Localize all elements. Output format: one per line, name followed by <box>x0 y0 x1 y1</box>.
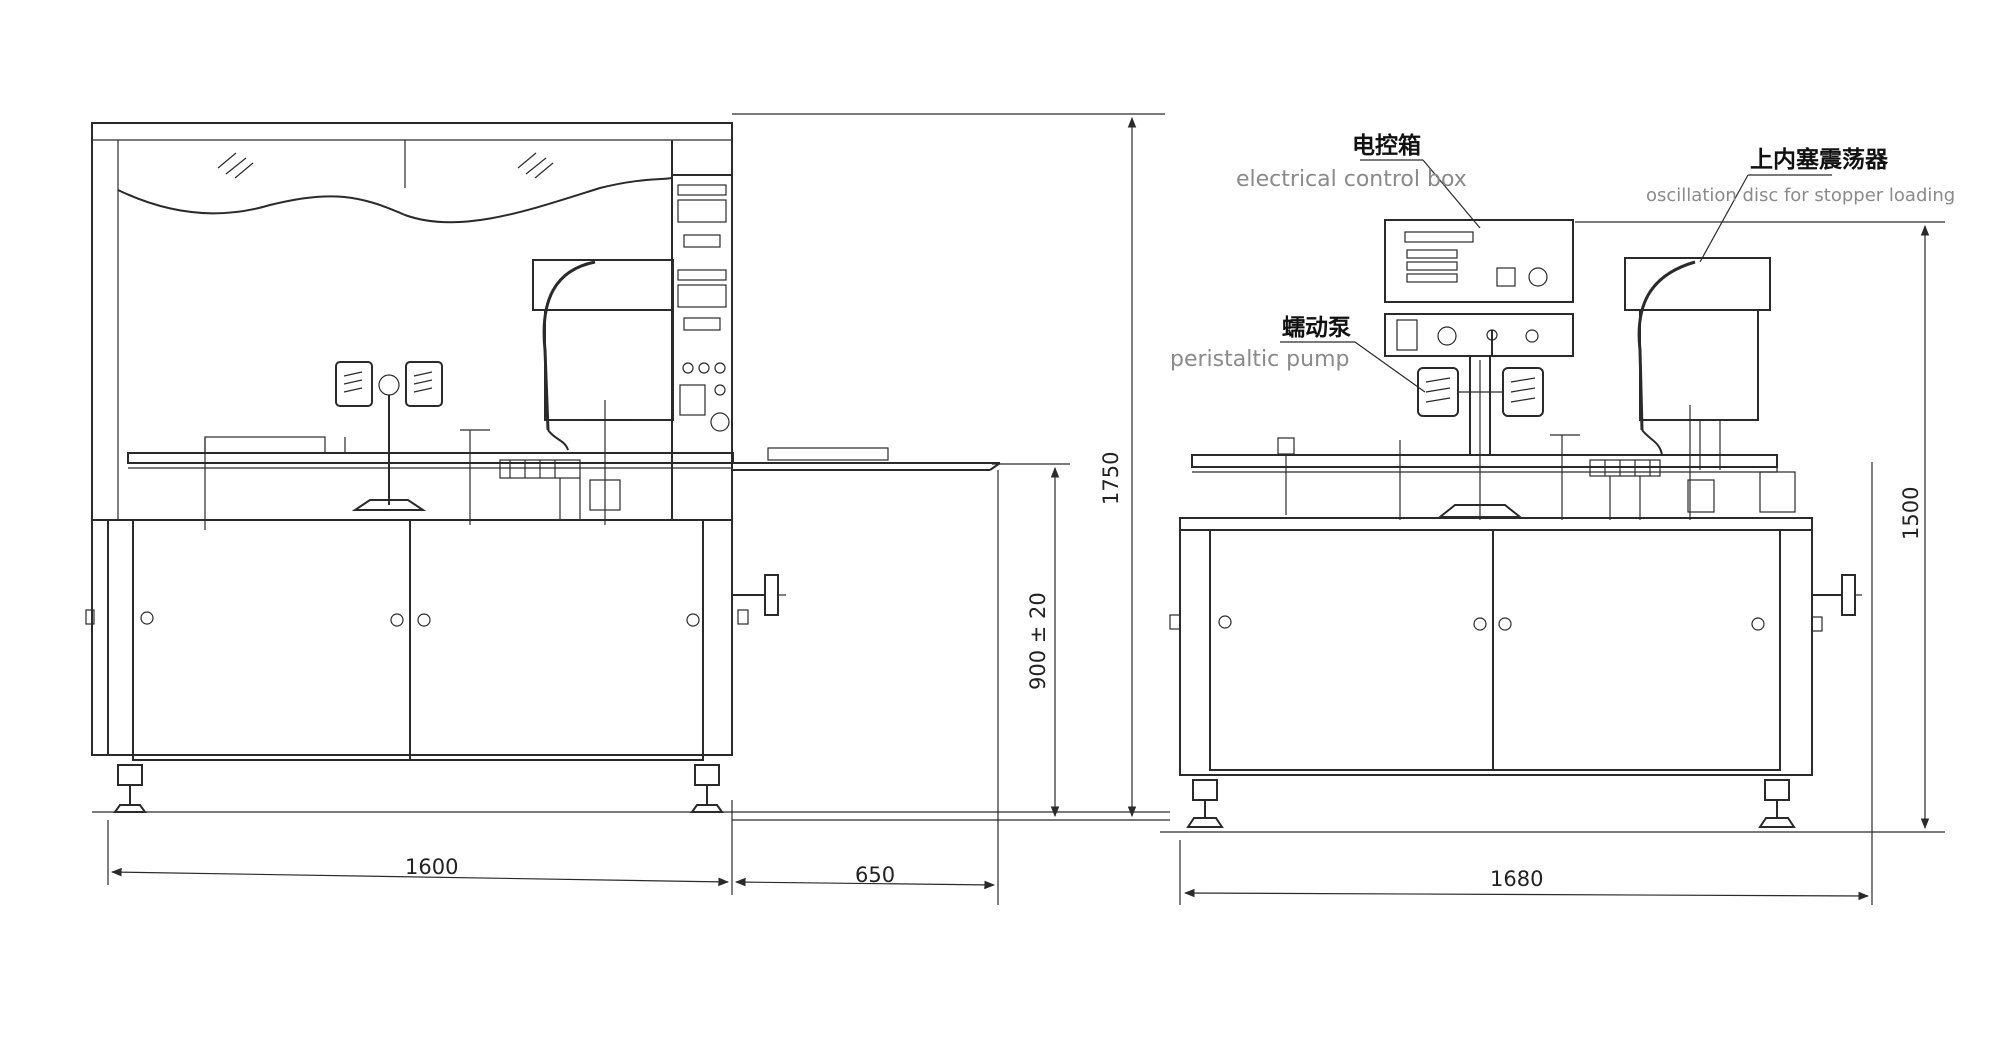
dim-front-width: 1600 <box>405 855 458 879</box>
side-star-wheels <box>1589 459 1796 520</box>
front-dimensions <box>107 113 1170 905</box>
dim-front-height: 1750 <box>1099 452 1123 505</box>
dim-table-height: 900 ± 20 <box>1026 592 1050 690</box>
side-oscillation-hopper <box>1624 257 1771 520</box>
pump-control-box <box>1384 313 1574 357</box>
label-control-box-en: electrical control box <box>1236 167 1467 192</box>
label-oscillation-en: oscillation disc for stopper loading <box>1646 185 1955 206</box>
label-control-box-cn: 电控箱 <box>1352 132 1421 159</box>
side-view <box>1160 219 1945 833</box>
front-side-handwheel <box>733 574 786 625</box>
side-pump-heads <box>1417 356 1544 520</box>
front-pump-heads <box>335 361 443 511</box>
leader-lines <box>1280 159 1832 393</box>
front-star-wheels <box>499 400 630 525</box>
dim-side-height: 1500 <box>1899 487 1923 540</box>
label-pump-cn: 蠕动泵 <box>1282 315 1351 341</box>
side-dimensions <box>1179 221 1945 905</box>
label-oscillation-cn: 上内塞震荡器 <box>1750 146 1889 173</box>
label-pump-en: peristaltic pump <box>1170 347 1349 372</box>
dim-conveyor-extension: 650 <box>855 863 895 887</box>
electrical-control-box <box>1384 219 1574 303</box>
dim-side-width: 1680 <box>1490 867 1543 891</box>
conveyor-extension <box>733 447 1001 471</box>
side-feet <box>1186 779 1796 828</box>
front-feet <box>113 764 724 813</box>
glass-reflection-mark <box>217 152 554 179</box>
side-handwheel <box>1811 574 1862 632</box>
front-view <box>85 122 1170 813</box>
